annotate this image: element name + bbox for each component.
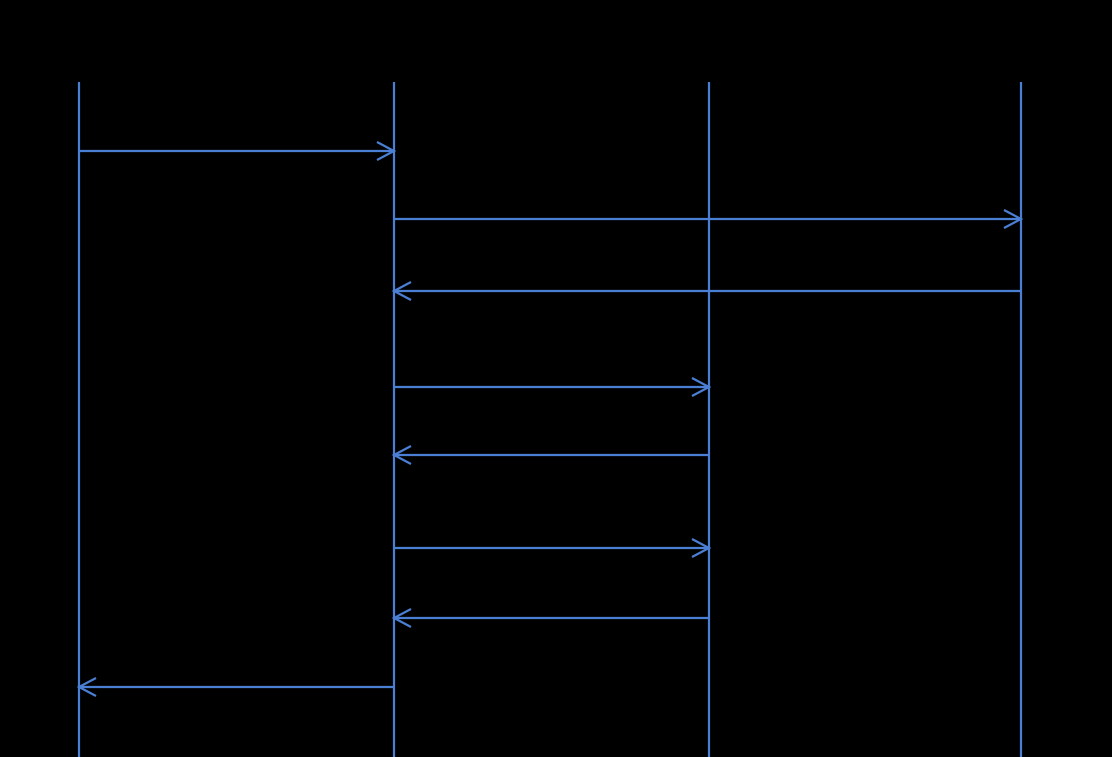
message-arrowhead-8: [76, 677, 97, 697]
message-arrowhead-7: [391, 608, 412, 628]
message-arrowhead-1: [376, 141, 397, 161]
message-arrowhead-2: [1003, 209, 1024, 229]
message-arrowhead-5: [391, 445, 412, 465]
lifelines-group: [77, 82, 1023, 757]
message-arrowhead-6: [691, 538, 712, 558]
message-arrowhead-3: [391, 281, 412, 301]
messages-group: [76, 141, 1024, 697]
message-arrowhead-4: [691, 377, 712, 397]
